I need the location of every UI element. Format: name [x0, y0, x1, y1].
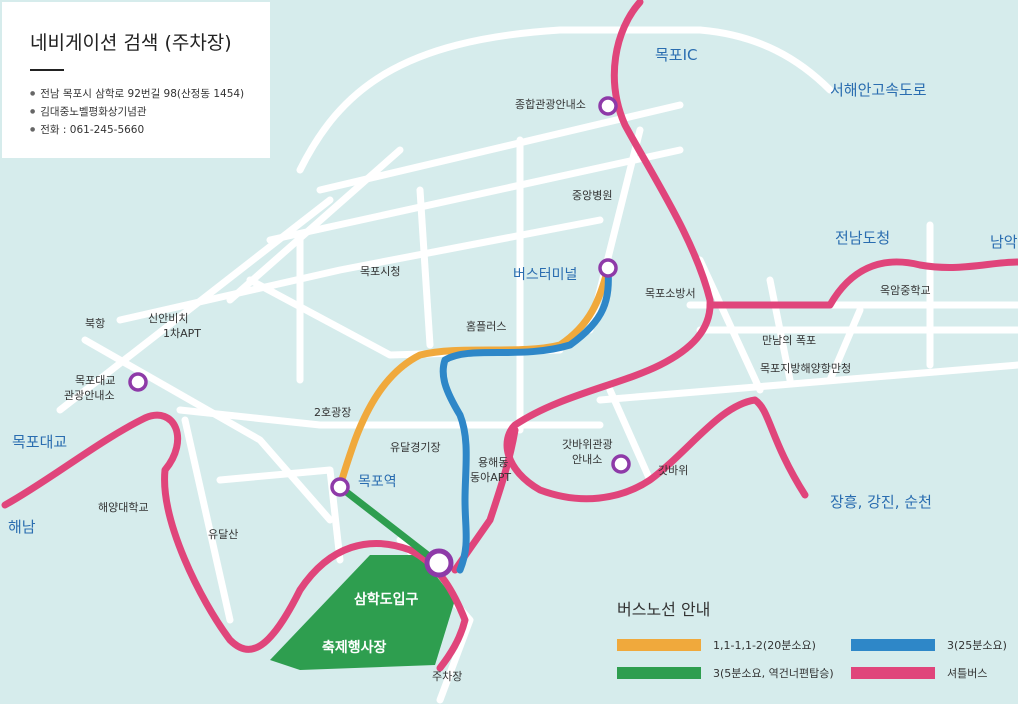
- stop-mokpo-station: [330, 477, 350, 497]
- route-shuttle-west: [1, 411, 469, 672]
- stop-bus-terminal: [598, 258, 618, 278]
- festival-area: [270, 555, 455, 670]
- legend-swatch-blue: [851, 639, 935, 651]
- legend-swatch-orange: [617, 639, 701, 651]
- info-list: 전남 목포시 삼학로 92번길 98(산정동 1454) 김대중노벨평화상기념관…: [30, 85, 270, 139]
- label-samhakdo: 삼학도입구: [354, 592, 419, 608]
- label-maritime-port: 목포지방해양항만청: [760, 361, 851, 375]
- label-gatbawi: 갓바위: [658, 464, 688, 477]
- road-east-3: [596, 361, 1018, 404]
- stop-gatbawi-info: [611, 454, 631, 474]
- road-bukhang: [81, 336, 334, 524]
- route-3-5: [336, 483, 442, 567]
- label-jangheung: 장흥, 강진, 순천: [830, 493, 932, 511]
- label-parking: 주차장: [432, 670, 462, 683]
- label-mokpo-bridge: 목포대교: [12, 433, 67, 451]
- label-yudalsan: 유달산: [208, 528, 238, 541]
- label-bukhang: 북항: [85, 317, 105, 330]
- road-west-1: [116, 216, 604, 324]
- label-tourist-info: 종합관광안내소: [515, 98, 586, 111]
- legend-item-1: 1,1-1,1-2(20분소요): [617, 637, 851, 653]
- road-sw2: [216, 466, 344, 564]
- label-festival-site: 축제행사장: [322, 639, 387, 656]
- legend-label-2: 3(25분소요): [947, 639, 1007, 652]
- info-title: 네비게이션 검색 (주차장): [30, 32, 232, 54]
- road-north-2: [266, 146, 684, 244]
- route-3-25: [439, 264, 612, 574]
- label-manam-falls: 만남의 폭포: [762, 334, 816, 347]
- label-namak: 남악: [990, 233, 1018, 251]
- road-ring-east: [696, 26, 834, 94]
- road-sw: [181, 416, 234, 624]
- route-shuttle: [503, 0, 809, 503]
- legend-item-4: 셔틀버스: [851, 665, 1011, 681]
- label-fire-station: 목포소방서: [645, 287, 696, 300]
- label-mokpo-bridge-info-2: 관광안내소: [64, 389, 115, 402]
- label-mokpo-bridge-info-1: 목포대교: [75, 374, 115, 387]
- label-haenam: 해남: [8, 518, 36, 536]
- label-sinan-apt-2: 1차APT: [163, 327, 201, 340]
- label-okam-school: 옥암중학교: [880, 284, 931, 297]
- legend-label-1: 1,1-1,1-2(20분소요): [713, 639, 816, 652]
- label-maritime-univ: 해양대학교: [98, 500, 149, 514]
- bus-route-legend: 버스노선 안내 1,1-1,1-2(20분소요) 3(25분소요) 3(5분소요…: [617, 596, 1017, 696]
- road-ring-north: [296, 26, 704, 174]
- info-address: 전남 목포시 삼학로 92번길 98(산정동 1454): [30, 85, 270, 103]
- label-seohaean: 서해안고속도로: [830, 81, 927, 99]
- label-plaza2: 2호광장: [314, 406, 351, 419]
- info-phone: 전화 : 061-245-5660: [30, 121, 270, 139]
- title-divider: [30, 69, 64, 71]
- label-sinan-apt: 신안비치 1차APT: [148, 312, 201, 340]
- road-v-mid: [416, 186, 434, 349]
- legend-swatch-green: [617, 667, 701, 679]
- label-gatbawi-info-1: 갓바위관광: [562, 438, 613, 451]
- legend-item-2: 3(25분소요): [851, 637, 1011, 653]
- route-shuttle-east: [706, 258, 1018, 309]
- label-city-hall: 목포시청: [360, 265, 400, 278]
- place-labels: 목포IC 서해안고속도로 종합관광안내소 중앙병원 목포시청 버스터미널 목포소…: [8, 46, 1018, 683]
- road-east-v3: [766, 276, 794, 384]
- label-jeonnam-office: 전남도청: [835, 229, 890, 247]
- label-yudal-stadium: 유달경기장: [390, 441, 441, 454]
- road-fire: [696, 256, 764, 394]
- legend-swatch-pink: [851, 667, 935, 679]
- legend-title: 버스노선 안내: [617, 600, 711, 619]
- label-sinan-apt-1: 신안비치: [148, 312, 188, 325]
- stop-mokpo-bridge-info: [128, 372, 148, 392]
- label-bus-terminal: 버스터미널: [513, 267, 577, 283]
- legend-label-4: 셔틀버스: [947, 667, 988, 680]
- label-central-hospital: 중앙병원: [572, 189, 612, 202]
- label-mokpo-station: 목포역: [358, 474, 397, 490]
- label-mokpo-ic: 목포IC: [655, 46, 698, 64]
- legend-label-3: 3(5분소요, 역건너편탑승): [713, 667, 834, 680]
- info-venue: 김대중노벨평화상기념관: [30, 103, 270, 121]
- info-panel: 네비게이션 검색 (주차장) 전남 목포시 삼학로 92번길 98(산정동 14…: [2, 2, 270, 158]
- stop-tourist-info: [598, 96, 618, 116]
- label-yonghae-apt-2: 동아APT: [470, 471, 511, 484]
- route-shuttle-south: [451, 426, 519, 574]
- road-gatbawi: [606, 386, 654, 484]
- road-mid-h: [176, 406, 604, 429]
- legend-item-3: 3(5분소요, 역건너편탑승): [617, 665, 851, 681]
- stop-samhakdo: [424, 548, 454, 578]
- legend-row-2: 3(5분소요, 역건너편탑승) 셔틀버스: [617, 662, 1017, 684]
- label-gatbawi-info-2: 안내소: [572, 453, 602, 466]
- route-1: [336, 264, 612, 491]
- label-homeplus: 홈플러스: [466, 319, 506, 333]
- road-east-v2: [826, 306, 864, 384]
- label-yonghae-apt-1: 용해동: [478, 455, 508, 469]
- legend-row-1: 1,1-1,1-2(20분소요) 3(25분소요): [617, 634, 1017, 656]
- stops: [128, 96, 631, 578]
- road-diag-1: [226, 146, 404, 304]
- routes: [1, 0, 1018, 672]
- road-network: [56, 26, 1018, 704]
